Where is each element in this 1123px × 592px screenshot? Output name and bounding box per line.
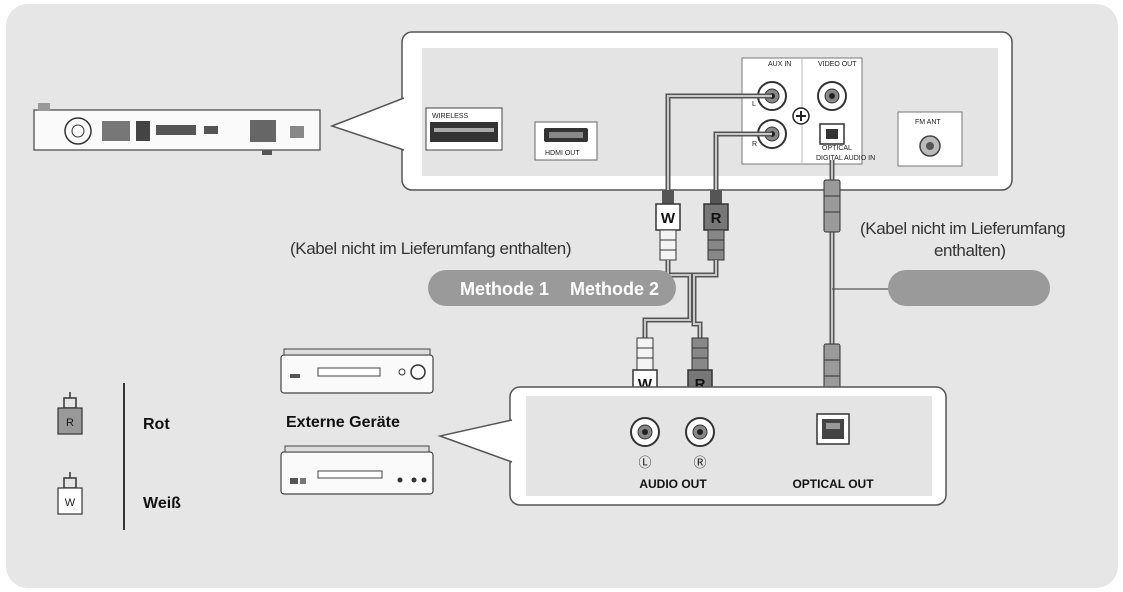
legend-red-plug-icon: R	[57, 392, 83, 435]
legend: R Rot W Weiß	[57, 383, 181, 530]
wireless-label: WIRELESS	[432, 113, 469, 120]
lower-red-plug-letter: R	[695, 376, 706, 393]
method-2-label: Methode 2	[570, 279, 659, 299]
digital-audio-in-label: DIGITAL AUDIO IN	[816, 155, 875, 162]
upper-red-plug-letter: R	[711, 210, 722, 227]
upper-red-plug: R	[703, 190, 729, 261]
optical-out-label: OPTICAL OUT	[792, 477, 874, 491]
cable-note-right-line1: (Kabel nicht im Lieferumfang	[860, 219, 1065, 238]
legend-white-letter: W	[65, 497, 76, 509]
upper-white-plug: W	[655, 190, 681, 261]
method-2-pill	[888, 270, 1050, 306]
legend-red-letter: R	[66, 417, 74, 429]
hdmi-out-port: HDMI OUT	[534, 121, 598, 161]
upper-white-plug-letter: W	[661, 210, 676, 227]
audio-out-label: AUDIO OUT	[639, 477, 707, 491]
audio-out-left-jack: Ⓛ	[630, 417, 660, 470]
legend-white-plug-icon: W	[57, 472, 83, 515]
audio-out-left-symbol: Ⓛ	[638, 455, 651, 470]
video-out-label: VIDEO OUT	[818, 61, 857, 68]
optical-out-port	[816, 413, 850, 445]
cable-note-right-line2: enthalten)	[934, 241, 1006, 260]
method-1-pill: Methode 1 Methode 2	[428, 270, 676, 306]
legend-white-label: Weiß	[143, 495, 181, 512]
method-1-label: Methode 1	[460, 279, 549, 299]
callout-external-device	[437, 386, 947, 506]
home-theater-unit-icon	[33, 103, 321, 155]
optical-label: OPTICAL	[822, 145, 852, 152]
dvd-player-icon	[280, 445, 434, 495]
external-rear-panel	[526, 396, 932, 496]
audio-out-right-symbol: Ⓡ	[693, 455, 706, 470]
optical-cable	[823, 160, 890, 397]
vcr-device-icon	[280, 348, 434, 394]
cable-note-left: (Kabel nicht im Lieferumfang enthalten)	[290, 239, 571, 258]
aux-in-label: AUX IN	[768, 61, 791, 68]
av-jack-block: AUX IN VIDEO OUT L R OPTICAL DIGITAL AUD…	[741, 57, 875, 165]
aux-right-mark: R	[752, 141, 757, 148]
fm-antenna-port: FM ANT	[897, 111, 963, 167]
legend-red-label: Rot	[143, 416, 170, 433]
fm-ant-label: FM ANT	[915, 119, 941, 126]
audio-out-right-jack: Ⓡ	[685, 417, 715, 470]
hdmi-out-label: HDMI OUT	[545, 150, 580, 157]
external-devices-label: Externe Geräte	[286, 414, 400, 431]
aux-left-mark: L	[752, 101, 756, 108]
wireless-port: WIRELESS	[425, 107, 503, 151]
